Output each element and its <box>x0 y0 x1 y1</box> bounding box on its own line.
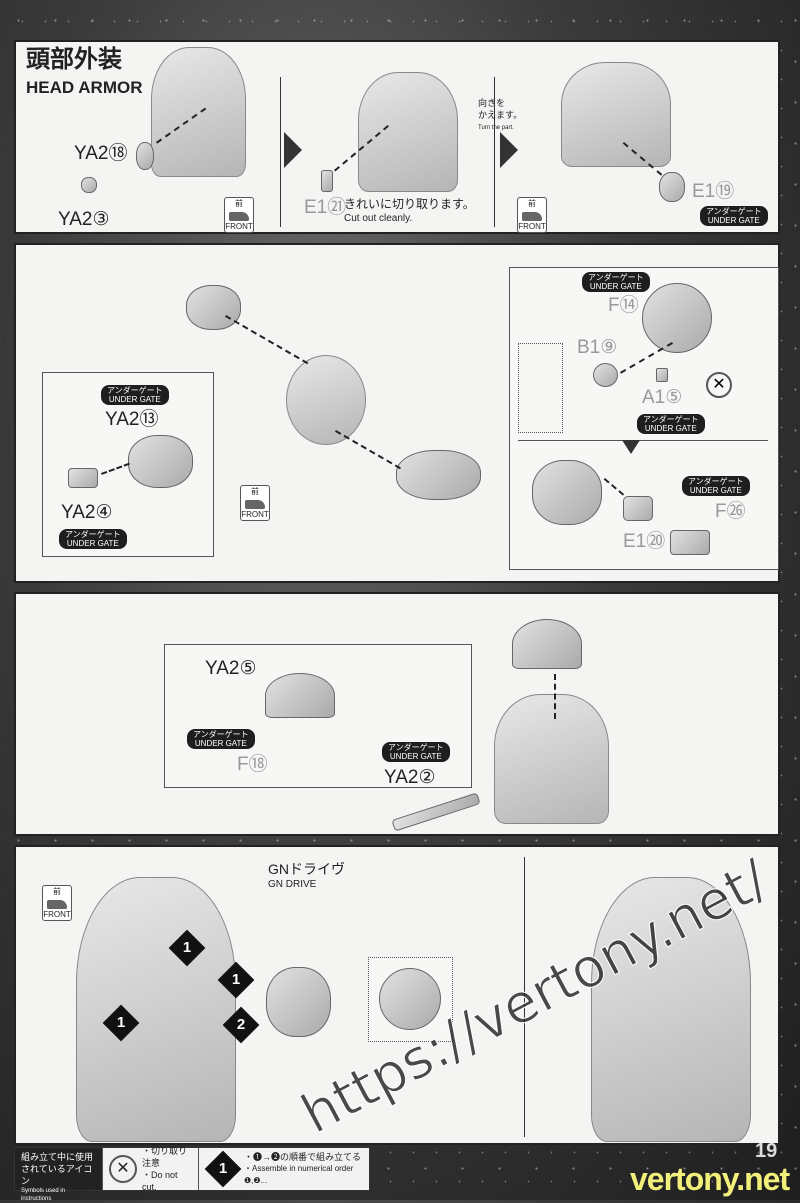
step-marker: 2 <box>222 1006 260 1044</box>
part-face <box>396 450 481 500</box>
turn-note-en: Turn the part. <box>478 125 514 131</box>
dashed-arrow <box>554 674 556 719</box>
part-crest <box>512 619 582 669</box>
step-marker-icon: 1 <box>204 1150 242 1188</box>
head-illustration <box>358 72 458 192</box>
head-illustration <box>286 355 366 445</box>
next-step-arrow <box>500 132 518 168</box>
gn-drive-label-en: GN DRIVE <box>268 879 317 890</box>
part-ya2-3 <box>81 177 97 193</box>
dashed-arrow <box>335 430 401 470</box>
part-label: A1⑤ <box>642 387 683 408</box>
part-label: YA2④ <box>61 502 113 523</box>
head-illustration <box>561 62 671 167</box>
do-not-cut-icon: ✕ <box>109 1155 137 1183</box>
head-illustration <box>151 47 246 177</box>
part-label: YA2③ <box>58 209 110 230</box>
part-e1-21 <box>321 170 333 192</box>
step-marker: 1 <box>168 929 206 967</box>
part-label: YA2⑤ <box>205 658 257 679</box>
part-label: E1㉑ <box>304 197 347 218</box>
head-face-assembly <box>532 460 602 525</box>
divider <box>280 77 281 227</box>
cut-note-en: Cut out cleanly. <box>344 213 413 224</box>
torso-illustration <box>76 877 236 1142</box>
divider <box>524 857 525 1137</box>
part-label: YA2② <box>384 767 436 788</box>
part-b1-9 <box>593 363 618 387</box>
part-label: E1⑲ <box>692 181 735 202</box>
do-not-cut-icon: ✕ <box>706 372 732 398</box>
part-e1-19 <box>659 172 685 202</box>
step-marker: 1 <box>217 961 255 999</box>
part-label: F㉖ <box>715 501 746 522</box>
turn-note-jp1: 向きを <box>478 98 506 108</box>
torso-illustration <box>591 877 751 1142</box>
part-label: B1⑨ <box>577 337 618 358</box>
section-title-en: HEAD ARMOR <box>26 78 143 97</box>
part-e1-20 <box>623 496 653 521</box>
part-a1-5 <box>656 368 668 382</box>
legend-no-cut: ✕ ・切り取り注意・Do not cut. <box>103 1146 199 1192</box>
part-label: F⑱ <box>237 754 268 775</box>
gn-drive-detail <box>368 957 453 1042</box>
divider <box>494 77 495 227</box>
head-illustration <box>494 694 609 824</box>
gn-drive-label-jp: GNドライヴ <box>268 861 345 877</box>
dashed-arrow <box>603 478 625 496</box>
part-label: YA2⑱ <box>74 143 128 164</box>
legend-order: 1 ・❶→❷の順番で組み立てる・Assemble in numerical or… <box>199 1148 369 1190</box>
part-label: YA2⑬ <box>105 409 159 430</box>
gn-drive-part <box>266 967 331 1037</box>
gn-drive-rear <box>379 968 441 1030</box>
site-watermark: vertony.net <box>630 1161 790 1197</box>
dashed-detail <box>518 343 563 433</box>
cut-note-jp: きれいに切り取ります。 <box>344 197 475 211</box>
turn-note-jp2: かえます。 <box>478 110 523 120</box>
part-label: E1⑳ <box>623 531 666 552</box>
dashed-arrow <box>101 462 130 475</box>
down-arrow <box>622 440 640 454</box>
next-step-arrow <box>284 132 302 168</box>
step-marker: 1 <box>102 1004 140 1042</box>
divider <box>518 440 768 441</box>
part-label: F⑭ <box>608 295 639 316</box>
part-ya2-2 <box>391 792 481 832</box>
page-number: 19 <box>755 1140 778 1162</box>
section-title-jp: 頭部外装 <box>26 46 122 73</box>
dashed-arrow <box>225 315 309 365</box>
part-f-14 <box>642 283 712 353</box>
part-ya2-4 <box>68 468 98 488</box>
part-visor-shell <box>186 285 241 330</box>
part-ya2-13 <box>128 435 193 488</box>
part-ya2-18 <box>136 142 154 170</box>
part-f-26 <box>670 530 710 555</box>
part-ya2-5 <box>265 673 335 718</box>
